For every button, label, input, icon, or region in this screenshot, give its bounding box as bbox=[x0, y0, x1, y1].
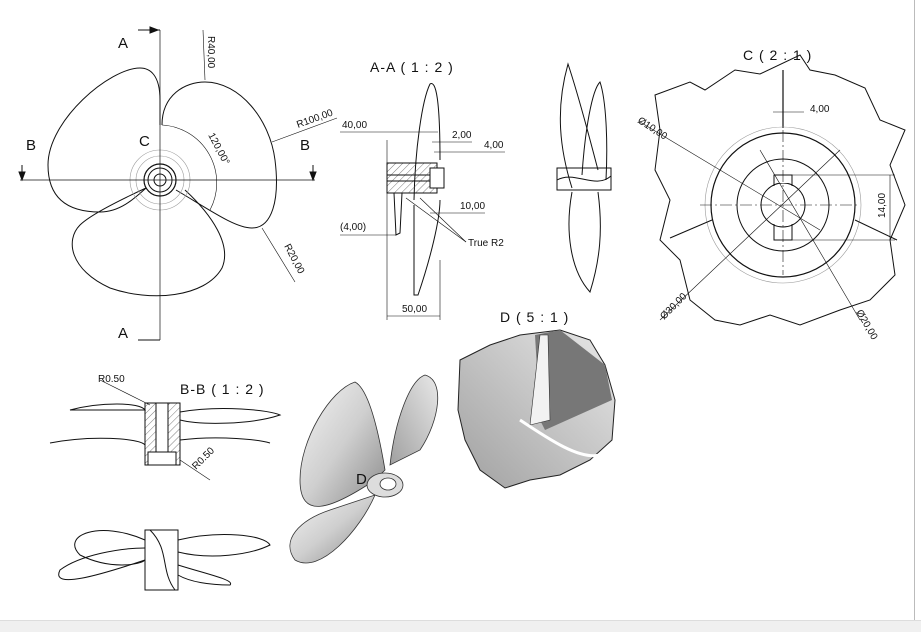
dim-40: 40,00 bbox=[342, 120, 367, 131]
dim-r050-bottom: R0.50 bbox=[190, 445, 217, 472]
bottom-side-view bbox=[58, 529, 271, 591]
section-aa-view bbox=[340, 83, 505, 320]
front-view bbox=[18, 26, 338, 341]
dim-r20: R20,00 bbox=[281, 242, 306, 276]
section-aa-title: A-A ( 1 : 2 ) bbox=[370, 59, 454, 75]
section-b-label-left: B bbox=[26, 137, 36, 154]
dim-r100: R100,00 bbox=[295, 107, 335, 130]
dim-dia30: Ø30,00 bbox=[658, 291, 689, 322]
blade-top-right bbox=[161, 81, 277, 229]
dim-dia20: Ø20,00 bbox=[853, 308, 879, 342]
dim-dia10: Ø10,00 bbox=[635, 115, 669, 142]
blade-left bbox=[47, 67, 161, 213]
dim-keyway-width: 4,00 bbox=[810, 104, 830, 115]
true-r2-note: True R2 bbox=[468, 238, 504, 249]
detail-d-view bbox=[457, 329, 616, 489]
dim-4-ref: (4,00) bbox=[340, 222, 366, 233]
dim-keyway-height: 14,00 bbox=[877, 193, 888, 218]
dim-4: 4,00 bbox=[484, 140, 504, 151]
detail-d-marker: D bbox=[356, 471, 367, 488]
side-view bbox=[556, 62, 612, 293]
section-a-label-bottom: A bbox=[118, 325, 128, 342]
dim-angle-120: 120,00° bbox=[205, 131, 231, 167]
sheet-right-border bbox=[914, 0, 921, 620]
blade-bottom bbox=[71, 187, 226, 297]
dim-r050-top: R0.50 bbox=[98, 374, 125, 385]
dim-r40: R40,00 bbox=[205, 36, 216, 69]
section-a-label-top: A bbox=[118, 35, 128, 52]
section-b-label-right: B bbox=[300, 137, 310, 154]
section-bb-view bbox=[49, 379, 282, 481]
detail-d-title: D ( 5 : 1 ) bbox=[500, 309, 569, 325]
bottom-status-bar bbox=[0, 620, 921, 632]
dim-2: 2,00 bbox=[452, 130, 472, 141]
detail-c-marker: C bbox=[139, 133, 150, 150]
detail-c-title: C ( 2 : 1 ) bbox=[743, 47, 812, 63]
dim-10: 10,00 bbox=[460, 201, 485, 212]
section-bb-title: B-B ( 1 : 2 ) bbox=[180, 381, 265, 397]
dim-50: 50,00 bbox=[402, 304, 427, 315]
detail-c-view bbox=[639, 54, 906, 326]
propeller-3d-view bbox=[289, 374, 439, 564]
